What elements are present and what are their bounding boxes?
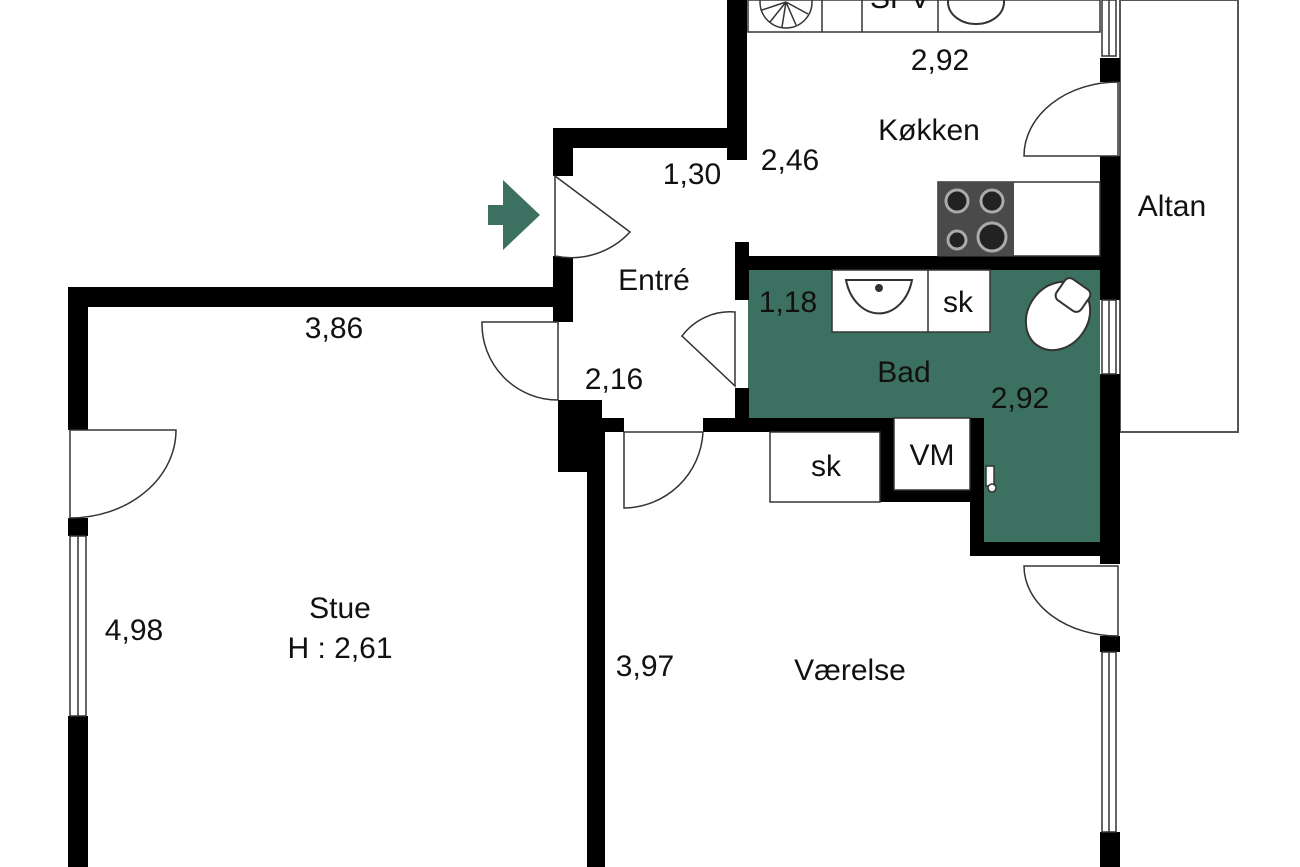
bath-cabinet-label: sk [943,286,974,319]
wall-right-1 [1100,58,1120,82]
wall-vm-bottom [880,490,984,502]
dim-living-depth: 4,98 [105,614,163,647]
washing-machine [893,417,971,491]
wall-bath-left-upper [735,242,749,300]
walls [68,0,1120,867]
bedroom-cabinet-label: sk [811,450,842,483]
kitchen-counter-top [747,0,1101,33]
dim-bath-width: 1,18 [759,286,817,319]
dim-kitchen-width: 2,92 [911,44,969,77]
washing-machine-label: VM [910,439,955,472]
room-bedroom: Værelse [794,654,906,687]
bath-door [680,311,736,388]
windows [69,0,1117,833]
wall-right-2 [1100,156,1120,300]
bedroom-cabinet [769,431,881,503]
room-entry: Entré [618,264,690,297]
kitchen-cut-label: SPV [870,0,930,15]
dim-entry-width: 2,16 [585,363,643,396]
dim-entry-nook: 1,30 [663,158,721,191]
living-exterior-door [69,429,177,519]
kitchen-balcony-door [1023,81,1119,157]
living-door [481,321,559,401]
room-living: Stue [309,592,371,625]
wall-bath-top [735,256,1120,270]
wall-kitchen-left [727,0,747,160]
wall-living-bedroom [587,420,605,867]
bedroom-door [623,431,704,509]
bedroom-side-door [1023,565,1119,637]
shower-icon [985,465,997,493]
sink-icon [844,279,914,315]
dim-living-width: 3,86 [305,312,363,345]
wall-bedroom-top-left [602,418,624,432]
entry-arrow-icon [488,180,540,250]
doors [69,81,1119,637]
wall-bath-inner [970,418,984,556]
toilet-icon [1024,277,1092,352]
wall-entry-top [553,128,747,148]
stove-icon [938,182,1014,256]
bath-fixtures: sk VM [831,269,1092,493]
wall-living-left-lower [68,716,88,867]
wall-right-5 [1100,832,1120,867]
room-balcony: Altan [1138,190,1206,223]
front-door [554,174,632,259]
dim-kitchen-depth: 2,46 [761,144,819,177]
wall-living-top [68,287,573,307]
wall-vm-left [880,418,894,502]
wall-right-3 [1100,374,1120,564]
room-bath: Bad [877,356,930,389]
wall-bedroom-top-right [703,418,893,432]
wall-bath-bottom [970,542,1120,556]
room-kitchen: Køkken [878,114,980,147]
wall-right-4 [1100,636,1120,652]
room-living-height: H : 2,61 [287,632,392,665]
wall-entry-left-upper [553,128,573,176]
wall-bath-left-lower [735,388,749,430]
wall-living-left-mid [68,518,88,536]
dim-bedroom-depth: 3,97 [616,650,674,683]
wall-living-left-upper [68,287,88,430]
kitchen-fixtures: SPV [747,0,1101,257]
extractor-fan-icon [759,0,813,29]
bathroom-area [748,270,1100,548]
kitchen-sink-icon [947,0,1005,25]
dim-bath-depth: 2,92 [991,382,1049,415]
